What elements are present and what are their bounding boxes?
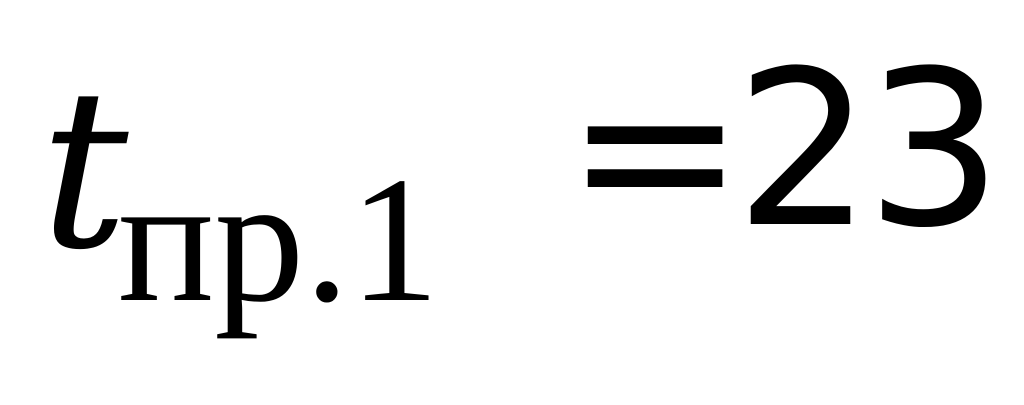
formula-value: 23 <box>735 24 1003 275</box>
formula-variable: t <box>40 42 129 298</box>
equals-sign: = <box>565 24 746 275</box>
formula-subscript: пр.1 <box>118 140 440 339</box>
